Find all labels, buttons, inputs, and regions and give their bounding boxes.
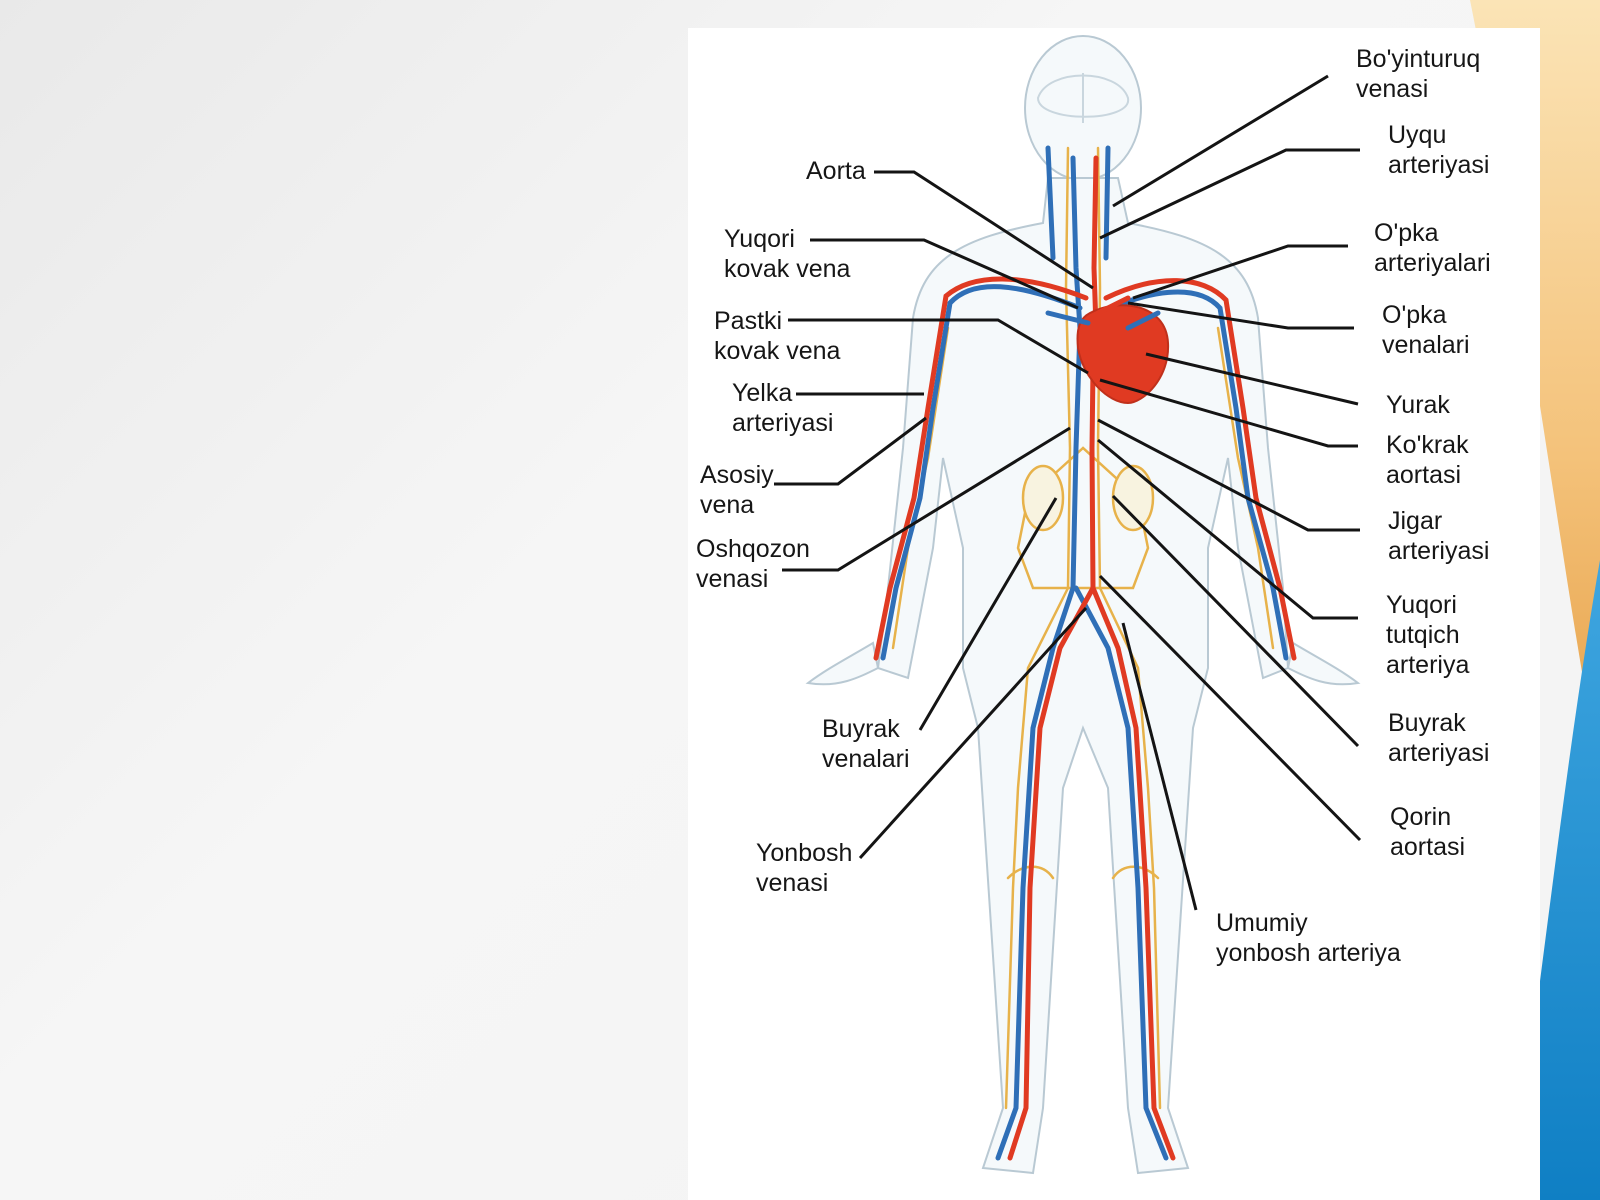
accent-orange-band xyxy=(1470,0,1600,760)
label-qorin-aortasi: Qorin aortasi xyxy=(1390,803,1466,861)
label-opka-venalari: O'pka venalari xyxy=(1382,301,1470,359)
label-umumiy-yonbosh-arteriya: Umumiy yonbosh arteriya xyxy=(1216,909,1401,967)
label-yelka-arteriyasi: Yelka arteriyasi xyxy=(732,379,834,437)
circulatory-diagram-card: Aorta Yuqori kovak vena Pastki kovak ven… xyxy=(688,28,1540,1200)
leader-kokrak-aortasi xyxy=(1099,378,1358,448)
leader-aorta xyxy=(874,170,1094,290)
leader-qorin-aortasi xyxy=(1098,574,1362,842)
torso-outline xyxy=(876,177,1290,1175)
left-hand-outline xyxy=(805,641,880,686)
leader-opka-venalari xyxy=(1127,301,1354,330)
label-yonbosh-venasi: Yonbosh venasi xyxy=(756,839,853,897)
label-asosiy-vena: Asosiy vena xyxy=(700,461,774,519)
label-buyrak-venalari: Buyrak venalari xyxy=(822,715,910,773)
leader-buyrak-venalari xyxy=(918,497,1058,731)
artery-network xyxy=(873,155,1297,1161)
leader-oshqozon-venasi xyxy=(782,426,1071,572)
leader-pastki-kovak-vena xyxy=(788,318,1089,375)
leader-uyqu-arteriyasi xyxy=(1099,148,1360,240)
label-buyrak-arteriyasi: Buyrak arteriyasi xyxy=(1388,709,1490,767)
label-yuqori-tutqich-arteriya: Yuqori tutqich arteriya xyxy=(1386,591,1470,679)
right-hand-outline xyxy=(1286,641,1361,686)
label-kokrak-aortasi: Ko'krak aortasi xyxy=(1386,431,1469,489)
brain-outline xyxy=(1036,73,1130,123)
leader-asosiy-vena xyxy=(774,416,927,486)
kidneys xyxy=(1021,464,1155,532)
leader-opka-arteriyalari xyxy=(1132,244,1348,300)
leader-yuqori-tutqich-arteriya xyxy=(1097,438,1358,620)
heart xyxy=(1076,304,1170,405)
label-pastki-kovak-vena: Pastki kovak vena xyxy=(714,307,841,365)
label-jigar-arteriyasi: Jigar arteriyasi xyxy=(1388,507,1490,565)
label-yurak: Yurak xyxy=(1386,391,1450,419)
leader-buyrak-arteriyasi xyxy=(1111,494,1360,748)
label-yuqori-kovak-vena: Yuqori kovak vena xyxy=(724,225,851,283)
label-boyinturuq-venasi: Bo'yinturuq venasi xyxy=(1356,45,1481,103)
leader-lines xyxy=(774,74,1362,911)
leader-jigar-arteriyasi xyxy=(1097,418,1360,532)
right-kidney xyxy=(1111,464,1155,532)
leader-yonbosh-venasi xyxy=(858,606,1088,860)
circulatory-system-figure xyxy=(774,35,1362,1175)
label-oshqozon-venasi: Oshqozon venasi xyxy=(696,535,810,593)
label-uyqu-arteriyasi: Uyqu arteriyasi xyxy=(1388,121,1490,179)
leader-yuqori-kovak-vena xyxy=(810,238,1079,310)
label-aorta: Aorta xyxy=(806,157,866,185)
leader-boyinturuq-venasi xyxy=(1112,74,1329,208)
leader-umumiy-yonbosh-arteriya xyxy=(1121,622,1198,911)
left-kidney xyxy=(1021,464,1065,532)
leader-yurak xyxy=(1145,352,1359,406)
pulmonary-vessels xyxy=(1045,295,1161,331)
label-opka-arteriyalari: O'pka arteriyalari xyxy=(1374,219,1491,277)
